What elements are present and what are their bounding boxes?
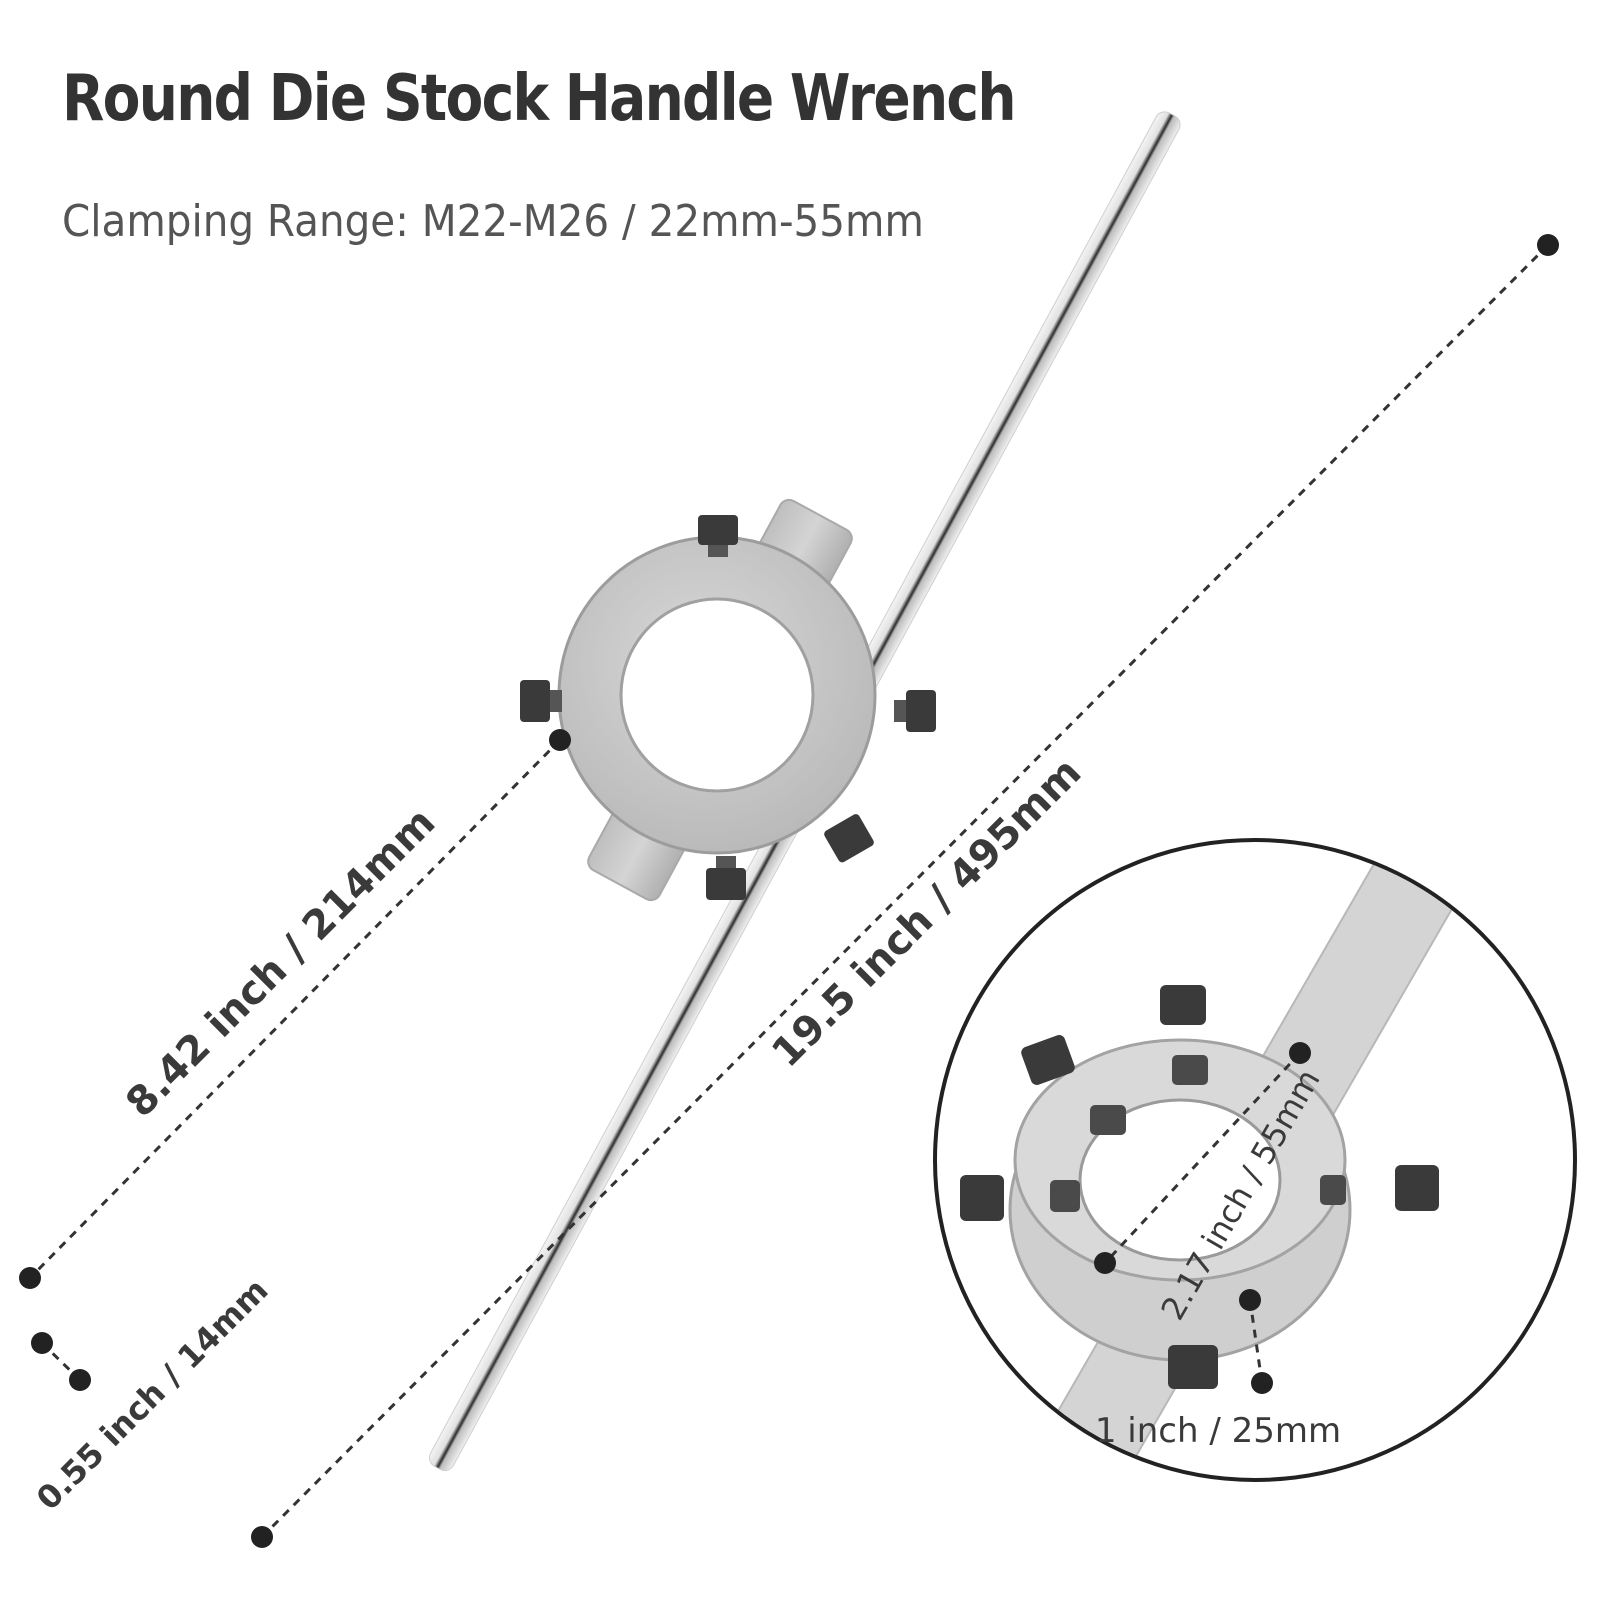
clamp-screw-icon (960, 1175, 1004, 1221)
zoom-inset: 2.17 inch / 55mm 1 inch / 25mm (933, 838, 1577, 1482)
page-title: Round Die Stock Handle Wrench (62, 62, 1017, 136)
die-ring (520, 515, 936, 900)
clamp-screw-icon (706, 856, 746, 900)
half-length-label: 8.42 inch / 214mm (117, 799, 444, 1126)
rod-diameter-label: 0.55 inch / 14mm (29, 1271, 276, 1518)
clamp-screw-icon (1021, 1035, 1075, 1085)
clamp-screw-icon (1395, 1165, 1439, 1211)
clamp-screw-icon (1050, 1180, 1080, 1212)
clamp-screw-icon (1172, 1055, 1208, 1085)
clamping-range-label: Clamping Range: M22-M26 / 22mm-55mm (62, 196, 924, 247)
clamp-screw-icon (1160, 985, 1206, 1025)
clamp-screw-icon (894, 690, 936, 732)
half-length-dimension: 8.42 inch / 214mm (19, 729, 571, 1289)
clamp-screw-icon (824, 814, 874, 863)
rod-diameter-dimension: 0.55 inch / 14mm (29, 1271, 276, 1518)
ring-thickness-label: 1 inch / 25mm (1095, 1411, 1341, 1451)
clamp-screw-icon (1320, 1175, 1346, 1205)
clamp-screw-icon (1090, 1105, 1126, 1135)
clamp-screw-icon (1168, 1345, 1218, 1389)
clamp-screw-icon (698, 515, 738, 557)
clamp-screw-icon (520, 680, 562, 722)
